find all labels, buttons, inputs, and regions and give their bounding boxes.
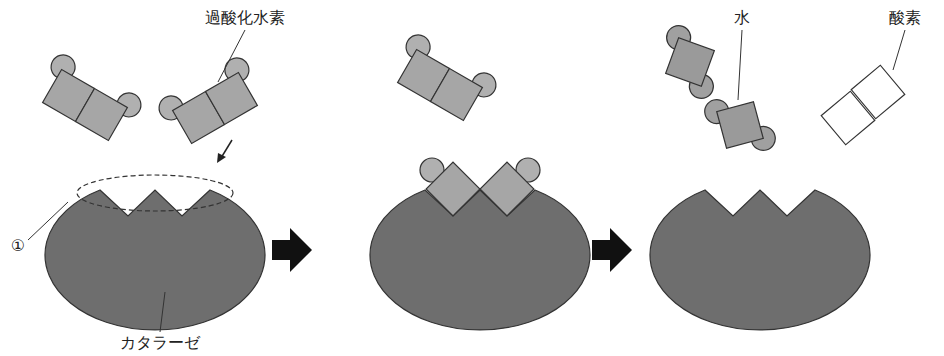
catalase-enzyme <box>650 190 870 330</box>
oxygen-atom <box>480 162 534 216</box>
part-label: 過酸化水素 <box>205 9 285 27</box>
hydrogen-peroxide-molecule <box>155 54 268 150</box>
leader-line <box>28 202 68 240</box>
leader-line <box>738 30 742 100</box>
part-label: 水 <box>734 9 750 27</box>
hydrogen-peroxide-molecule <box>387 31 500 127</box>
water-molecule <box>702 87 778 163</box>
oxygen-atom <box>851 65 905 119</box>
leader-line <box>160 292 165 332</box>
callout-number: ① <box>11 237 25 255</box>
step-arrow <box>592 228 632 272</box>
leader-line <box>218 30 245 82</box>
oxygen-atom <box>426 162 480 216</box>
leader-line <box>893 30 905 70</box>
water-molecule <box>650 22 729 101</box>
approach-arrow <box>221 140 232 158</box>
active-site-outline <box>77 175 233 211</box>
step-arrow <box>272 228 312 272</box>
part-label: カタラーゼ <box>120 334 200 352</box>
approach-arrow-head <box>217 153 226 163</box>
catalase-enzyme <box>370 190 590 330</box>
hydrogen-peroxide-molecule <box>32 51 145 147</box>
part-label: 酸素 <box>889 9 921 27</box>
